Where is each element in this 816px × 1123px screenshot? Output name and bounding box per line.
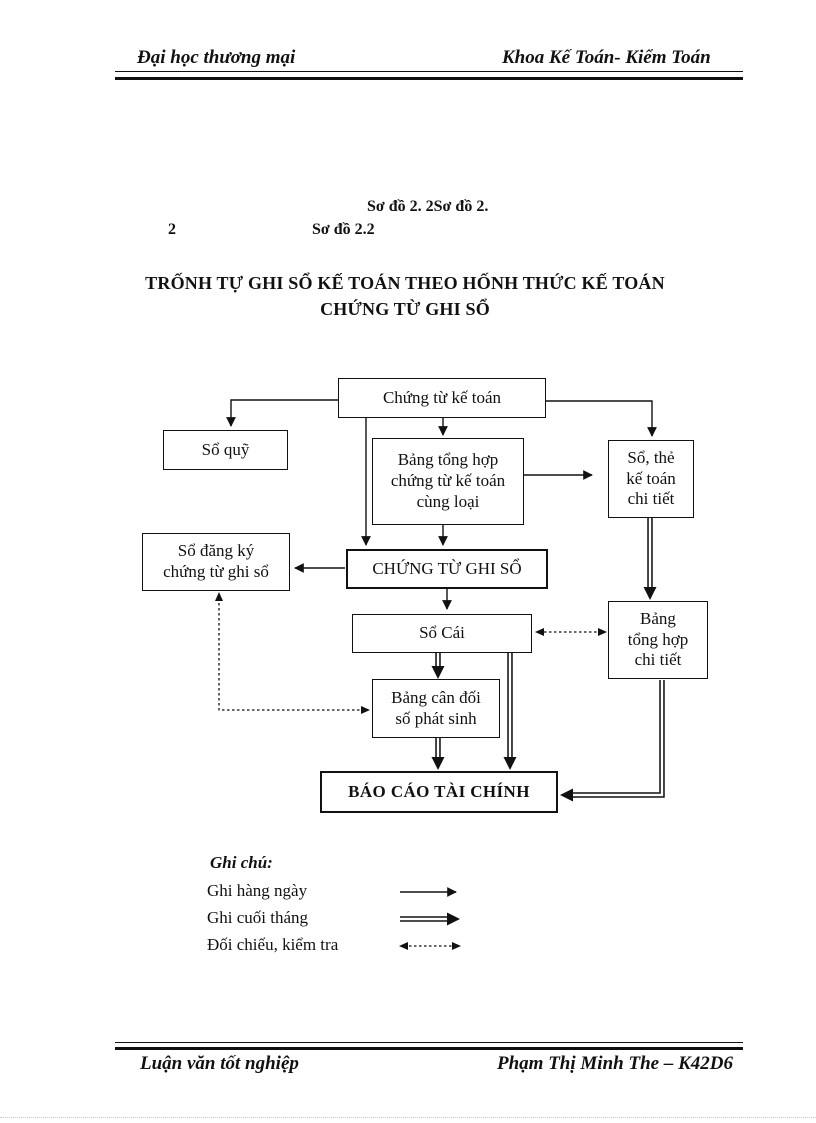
box-label: Sổ, thẻ kế toán chi tiết	[626, 447, 676, 509]
box-label: Chứng từ kế toán	[382, 387, 502, 407]
box-so-cai: Sổ Cái	[352, 614, 532, 653]
box-so-quy: Sổ quỹ	[163, 430, 288, 470]
box-so-the-ke-toan-chi-tiet: Sổ, thẻ kế toán chi tiết	[608, 440, 694, 518]
connector-chungtu-to-soquy	[226, 399, 338, 427]
connector-chungtu-to-sothe	[546, 400, 657, 437]
diagram-title-line2: CHỨNG TỪ GHI SỔ	[320, 299, 490, 319]
footer-rule-thick	[115, 1047, 743, 1050]
diagram-title: TRỐNH TỰ GHI SỔ KẾ TOÁN THEO HỐNH THỨC K…	[120, 270, 690, 322]
legend-title: Ghi chú:	[210, 853, 273, 872]
footer-left: Luận văn tốt nghiệp	[140, 1053, 299, 1074]
box-chung-tu-ke-toan: Chứng từ kế toán	[338, 378, 546, 418]
header-right: Khoa Kế Toán- Kiểm Toán	[502, 47, 711, 68]
connector-sodangky-bangcandoi-dotted	[218, 598, 366, 711]
box-label: CHỨNG TỪ GHI SỔ	[372, 558, 522, 578]
box-bang-tong-hop-chi-tiet: Bảng tổng hợp chi tiết	[608, 601, 708, 679]
legend-item-month-end: Ghi cuối tháng	[207, 908, 309, 927]
legend-item-reconcile: Đối chiếu, kiểm tra	[207, 935, 339, 954]
box-bang-can-doi-so-phat-sinh: Bảng cân đối số phát sinh	[372, 679, 500, 738]
box-label: Bảng tổng hợp chi tiết	[627, 608, 689, 670]
box-label: Sổ Cái	[419, 623, 465, 643]
schema-caption-number: 2	[168, 221, 176, 238]
header-rule-thick	[115, 77, 743, 80]
page-bottom-dotted-rule	[0, 1117, 816, 1118]
header-rule-thin	[115, 71, 743, 72]
box-so-dang-ky-chung-tu-ghi-so: Sổ đăng ký chứng từ ghi sổ	[142, 533, 290, 591]
header-left: Đại học thương mại	[137, 47, 296, 68]
schema-caption-line2: Sơ đồ 2.2	[312, 221, 375, 238]
box-bang-tong-hop-chung-tu: Bảng tổng hợp chứng từ kế toán cùng loại	[372, 438, 524, 525]
box-label: Bảng tổng hợp chứng từ kế toán cùng loại	[390, 450, 506, 511]
box-label: Sổ đăng ký chứng từ ghi sổ	[163, 541, 269, 581]
legend-item-daily: Ghi hàng ngày	[207, 881, 308, 900]
diagram-title-line1: TRỐNH TỰ GHI SỔ KẾ TOÁN THEO HỐNH THỨC K…	[145, 273, 665, 293]
box-label: BÁO CÁO TÀI CHÍNH	[348, 781, 530, 801]
box-chung-tu-ghi-so: CHỨNG TỪ GHI SỔ	[346, 549, 548, 589]
box-label: Sổ quỹ	[201, 439, 250, 459]
box-bao-cao-tai-chinh: BÁO CÁO TÀI CHÍNH	[320, 771, 558, 813]
footer-rule-thin	[115, 1042, 743, 1043]
connector-bangthchitiet-to-baocao-shaft	[573, 680, 665, 798]
schema-caption-line1: Sơ đồ 2. 2Sơ đồ 2.	[367, 198, 489, 215]
footer-right: Phạm Thị Minh The – K42D6	[497, 1053, 733, 1074]
box-label: Bảng cân đối số phát sinh	[391, 687, 481, 728]
